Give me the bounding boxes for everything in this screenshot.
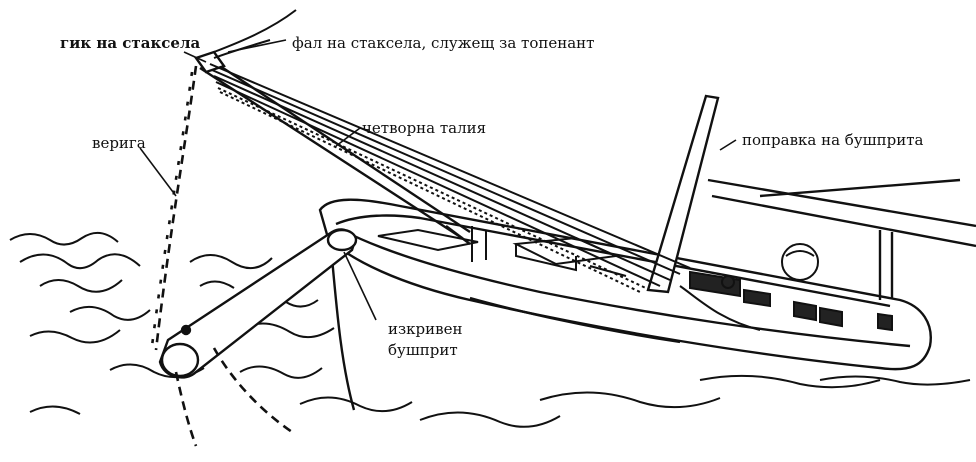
leader-lines	[139, 39, 737, 321]
label-chain: верига	[92, 134, 146, 152]
quad-tackle-lines	[209, 63, 691, 293]
label-bent-bowsprit-1: изкривен	[388, 320, 463, 338]
mast	[646, 94, 976, 300]
jib-halyard	[213, 9, 297, 59]
hanging-chain	[150, 65, 293, 447]
water-waves	[9, 231, 971, 428]
deck-details	[377, 226, 893, 332]
label-quad-tackle: четворна талия	[362, 119, 487, 137]
label-jib-boom: гик на стаксела	[60, 34, 201, 52]
label-jib-halyard: фал на стаксела, служещ за топенант	[292, 34, 595, 52]
hull	[318, 198, 932, 411]
bowsprit	[158, 228, 358, 379]
label-bent-bowsprit-2: бушприт	[388, 341, 458, 359]
label-bowsprit-stay: поправка на бушприта	[742, 131, 924, 149]
